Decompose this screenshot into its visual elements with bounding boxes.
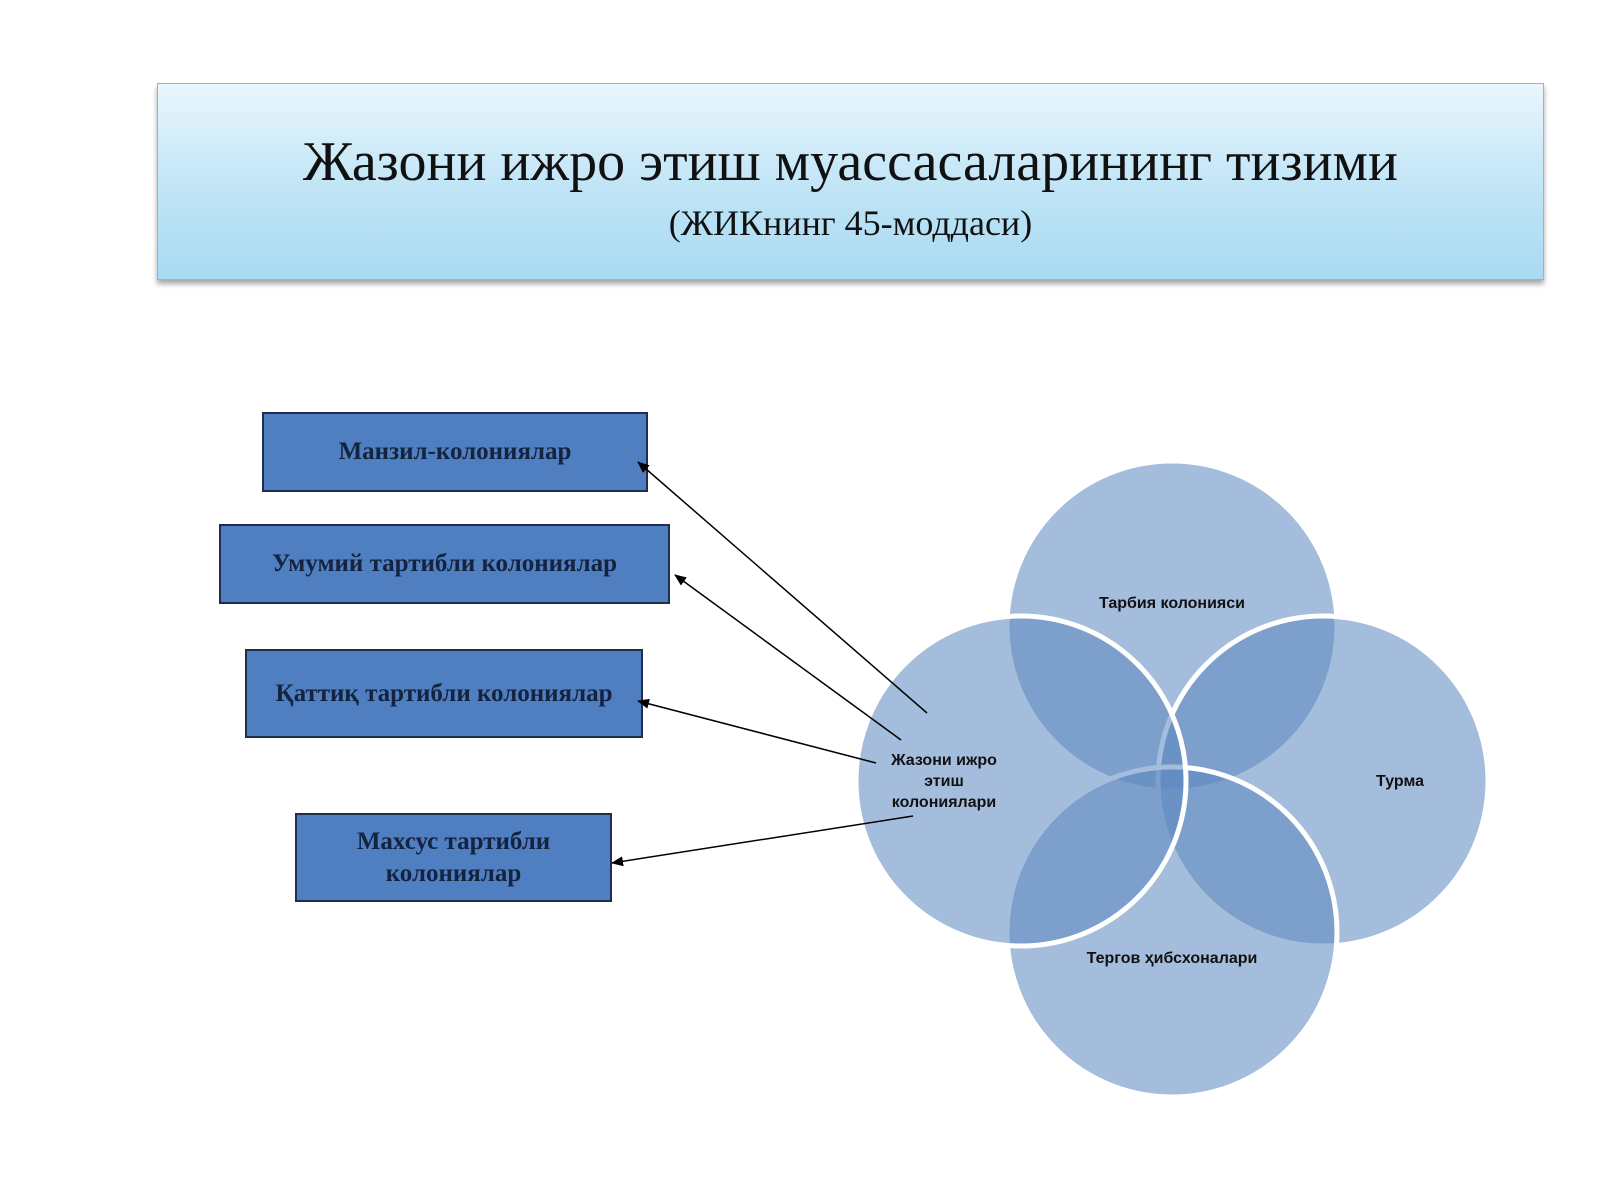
slide-title: Жазони ижро этиш муассасаларининг тизими (303, 131, 1398, 193)
colony-type-box-address: Манзил-колониялар (262, 412, 648, 492)
colony-type-box-general: Умумий тартибли колониялар (219, 524, 670, 604)
colony-type-box-strict: Қаттиқ тартибли колониялар (245, 649, 643, 738)
title-banner: Жазони ижро этиш муассасаларининг тизими… (157, 83, 1544, 280)
circle-label-top: Тарбия колонияси (1099, 595, 1245, 612)
circle-label-right: Турма (1376, 773, 1424, 790)
arrow-to-address-colonies (637, 461, 928, 714)
arrow-to-general-colonies (674, 574, 902, 741)
circle-label-bottom: Тергов ҳибсхоналари (1087, 950, 1258, 967)
arrow-to-special-colonies (611, 815, 914, 867)
circle-top (1004, 458, 1340, 794)
circle-label-center-line3: колониялари (892, 794, 996, 811)
circle-center (853, 613, 1189, 949)
arrow-to-strict-colonies (637, 698, 877, 764)
circle-group (853, 458, 1491, 1100)
slide-subtitle: (ЖИКнинг 45-моддаси) (668, 203, 1033, 243)
circle-label-center-line2: этиш (924, 773, 964, 790)
circle-label-center-line1: Жазони ижро (890, 752, 997, 769)
circle-right (1155, 613, 1491, 949)
circle-bottom (1004, 764, 1340, 1100)
colony-type-box-special: Махсус тартибли колониялар (295, 813, 612, 902)
